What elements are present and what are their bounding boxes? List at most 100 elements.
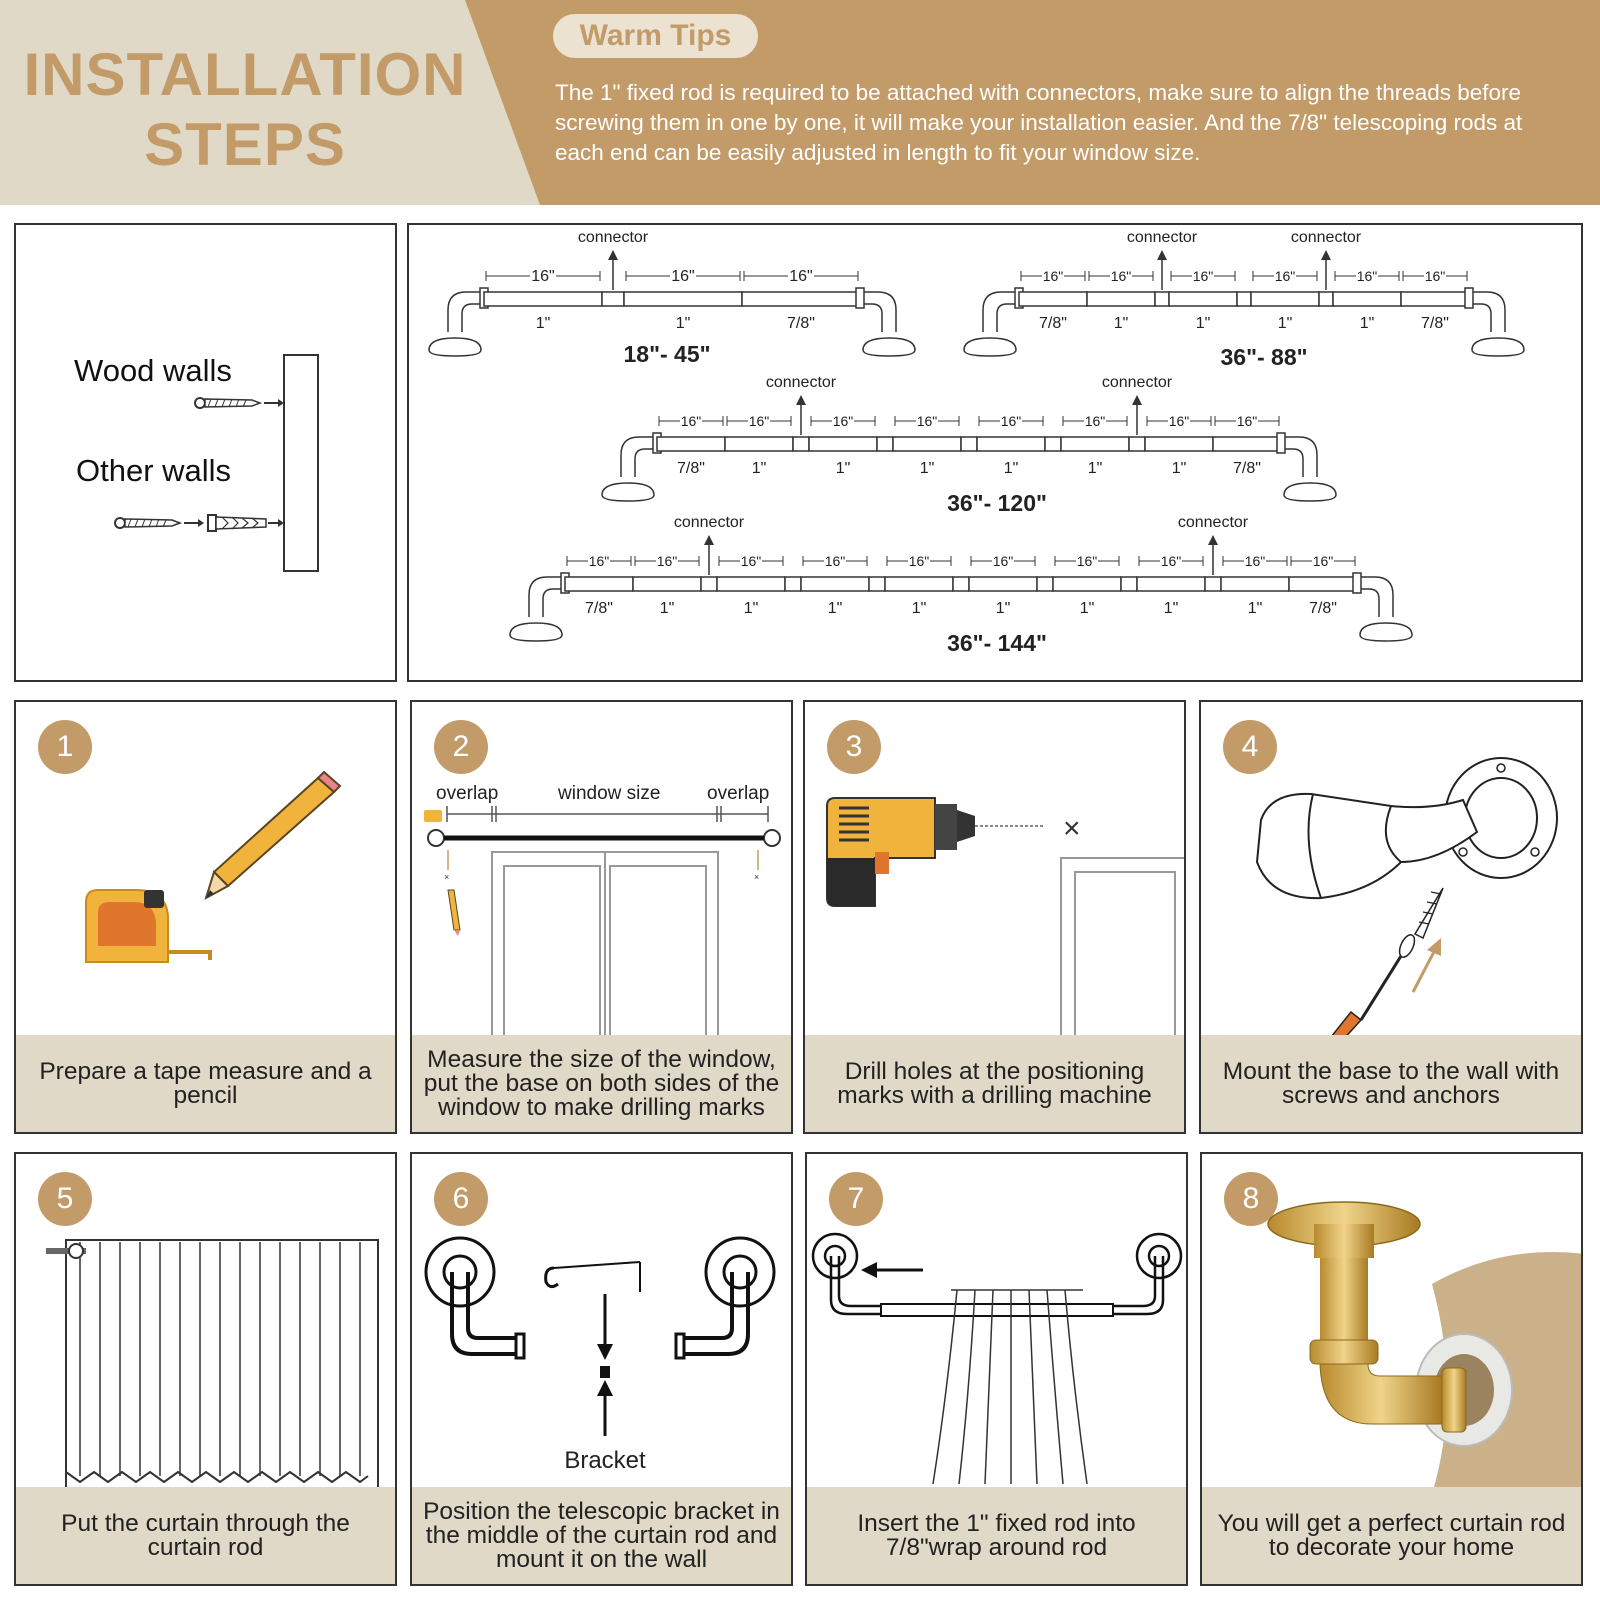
rod-diameter-label: 7/8" bbox=[1309, 600, 1337, 617]
segment-length-label: 16" bbox=[917, 413, 938, 429]
segment-length-label: 16" bbox=[1313, 553, 1334, 569]
step-8-panel: 8 You will get a perfect curtain rod to … bbox=[1200, 1152, 1583, 1586]
step-5-illustration bbox=[46, 1239, 379, 1491]
rod-diameter-label: 1" bbox=[660, 600, 675, 617]
rod-segment bbox=[716, 576, 786, 592]
segment-length-label: 16" bbox=[1001, 413, 1022, 429]
rod-diameter-label: 1" bbox=[996, 600, 1011, 617]
step-5-panel: 5 Put the curtain through the curtain ro… bbox=[14, 1152, 397, 1586]
other-screw-icon bbox=[114, 517, 204, 529]
step-2-panel: 2 overlap window size overlap × × Measur… bbox=[410, 700, 793, 1134]
rod-diameter-label: 1" bbox=[1080, 600, 1095, 617]
right-elbow-icon bbox=[860, 291, 897, 332]
rod-diameter-label: 1" bbox=[536, 315, 551, 332]
title-line-2: STEPS bbox=[144, 111, 346, 178]
rod-segment bbox=[564, 576, 634, 592]
left-elbow-icon bbox=[528, 576, 565, 617]
svg-text:×: × bbox=[444, 872, 449, 882]
wood-screw-icon bbox=[194, 397, 284, 409]
right-elbow-icon bbox=[1357, 576, 1394, 617]
connector-piece bbox=[1044, 436, 1062, 452]
rod-diameter-label: 7/8" bbox=[677, 460, 705, 477]
step-7-panel: 7 Insert the 1" fixed rod into 7/8" bbox=[805, 1152, 1188, 1586]
segment-length-label: 16" bbox=[789, 268, 812, 285]
curtain-icon bbox=[65, 1239, 379, 1491]
connector-label: connector bbox=[766, 374, 837, 391]
rod-diameter-label: 7/8" bbox=[1039, 315, 1067, 332]
up-arrow-icon bbox=[597, 1380, 613, 1436]
step-4-number: 4 bbox=[1223, 720, 1277, 774]
connector-label: connector bbox=[674, 514, 745, 531]
connector-label: connector bbox=[1127, 229, 1198, 246]
connector-piece bbox=[1236, 291, 1252, 307]
step-2-number: 2 bbox=[434, 720, 488, 774]
segment-length-label: 16" bbox=[681, 413, 702, 429]
drill-mark-right: × bbox=[754, 850, 759, 882]
step-7-caption: Insert the 1" fixed rod into 7/8"wrap ar… bbox=[807, 1487, 1186, 1584]
rod-diameter-label: 7/8" bbox=[1233, 460, 1261, 477]
rod-segment bbox=[1212, 436, 1282, 452]
svg-text:×: × bbox=[754, 872, 759, 882]
rod-segment bbox=[656, 436, 726, 452]
connector-piece bbox=[1318, 291, 1334, 307]
wall-flange-icon bbox=[428, 337, 482, 357]
rod-diameter-label: 7/8" bbox=[787, 315, 815, 332]
left-elbow-icon bbox=[620, 436, 657, 477]
rod-config-1: 16"7/8"16"1"16"1"16"1"16"1"16"7/8"connec… bbox=[963, 229, 1525, 370]
rod-diameter-label: 1" bbox=[1278, 315, 1293, 332]
length-range-label: 36"- 120" bbox=[947, 490, 1047, 516]
sheer-curtain-icon bbox=[932, 1289, 1088, 1485]
step-6-caption: Position the telescopic bracket in the m… bbox=[412, 1487, 791, 1584]
rod-segment bbox=[1250, 291, 1320, 307]
step-3-number: 3 bbox=[827, 720, 881, 774]
rod-diameter-label: 7/8" bbox=[585, 600, 613, 617]
step-1-caption: Prepare a tape measure and a pencil bbox=[16, 1035, 395, 1132]
wall-anchor-diagram bbox=[114, 354, 319, 572]
rod-segment bbox=[1400, 291, 1470, 307]
segment-length-label: 16" bbox=[749, 413, 770, 429]
left-elbow-icon bbox=[982, 291, 1019, 332]
warm-tips-text: The 1" fixed rod is required to be attac… bbox=[555, 80, 1523, 165]
other-walls-label: Other walls bbox=[76, 453, 232, 488]
segment-length-label: 16" bbox=[1043, 268, 1064, 284]
connector-piece bbox=[952, 576, 970, 592]
header-banner: INSTALLATION STEPS Warm Tips The 1" fixe… bbox=[0, 0, 1600, 205]
segment-length-label: 16" bbox=[909, 553, 930, 569]
overlap-left-label: overlap bbox=[436, 783, 498, 804]
left-bracket-icon bbox=[424, 1236, 526, 1360]
step-6-panel: 6 Bracket Position the teles bbox=[410, 1152, 793, 1586]
connector-label: connector bbox=[1291, 229, 1362, 246]
rod-diameter-label: 1" bbox=[1004, 460, 1019, 477]
segment-length-label: 16" bbox=[531, 268, 554, 285]
length-range-label: 18"- 45" bbox=[623, 341, 710, 367]
segment-length-label: 16" bbox=[1077, 553, 1098, 569]
rod-segment bbox=[741, 291, 861, 307]
wall-anchor-icon bbox=[207, 514, 284, 532]
window-size-label: window size bbox=[557, 783, 660, 804]
gold-bracket-icon bbox=[1267, 1201, 1467, 1433]
segment-length-label: 16" bbox=[671, 268, 694, 285]
right-elbow-icon bbox=[1281, 436, 1318, 477]
step-4-panel: 4 Mount the base to the wall with scr bbox=[1199, 700, 1583, 1134]
connector-piece bbox=[700, 576, 718, 592]
mount-point-icon bbox=[600, 1366, 610, 1378]
segment-length-label: 16" bbox=[1193, 268, 1214, 284]
rod-segment bbox=[724, 436, 794, 452]
telescopic-bracket-icon bbox=[544, 1261, 641, 1292]
wall-flange-icon bbox=[1359, 622, 1413, 642]
title-line-1: INSTALLATION bbox=[23, 41, 467, 108]
tape-measure-icon bbox=[85, 889, 212, 963]
down-arrow-icon bbox=[597, 1294, 613, 1360]
segment-length-label: 16" bbox=[1357, 268, 1378, 284]
pencil-icon bbox=[204, 770, 342, 901]
step-3-caption: Drill holes at the positioning marks wit… bbox=[805, 1035, 1184, 1132]
connector-piece bbox=[601, 291, 625, 307]
rod-segment bbox=[884, 576, 954, 592]
header-title-panel bbox=[0, 0, 540, 205]
rod-segment bbox=[1144, 436, 1214, 452]
connector-piece bbox=[784, 576, 802, 592]
rod-end-icon bbox=[46, 1243, 86, 1259]
right-base-icon bbox=[763, 829, 781, 847]
step-4-caption: Mount the base to the wall with screws a… bbox=[1201, 1035, 1581, 1132]
